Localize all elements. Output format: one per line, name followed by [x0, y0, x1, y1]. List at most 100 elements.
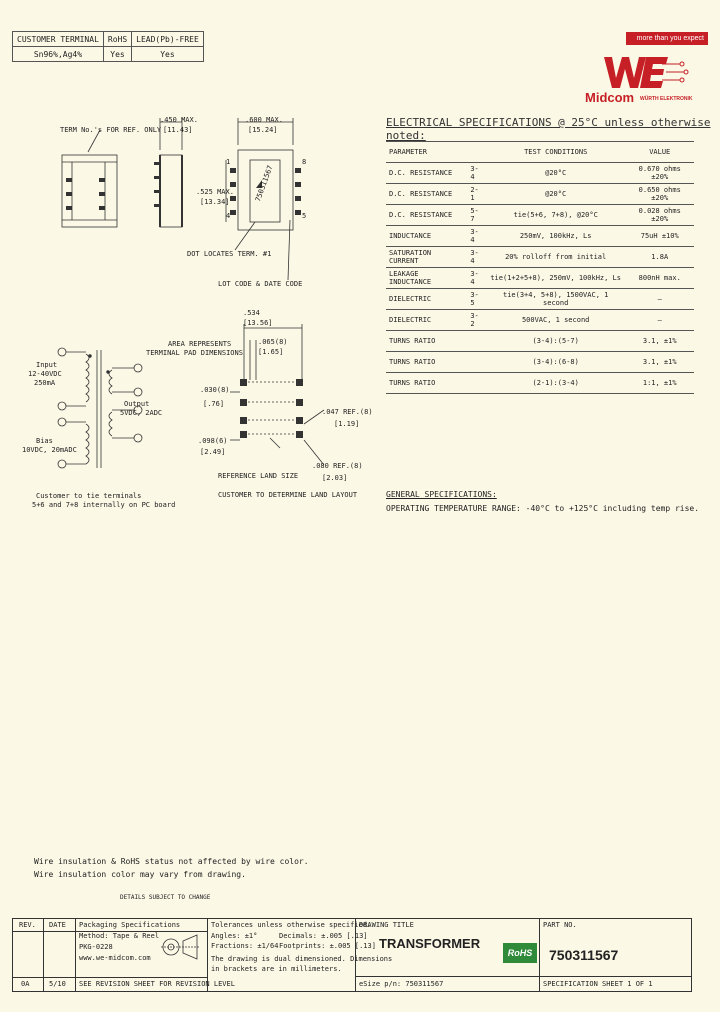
pin-1-label: 1 — [226, 158, 231, 166]
rev-value: 0A — [21, 980, 30, 988]
dim-080: .080 REF.(8) — [312, 462, 363, 470]
dim-047-mm: [1.19] — [334, 420, 360, 428]
tol-decimals: Decimals: ±.005 [.13] — [279, 932, 368, 940]
dim-080-mm: [2.03] — [322, 474, 348, 482]
schematic-diagram — [57, 347, 143, 469]
bias-rating: 10VDC, 20mADC — [22, 446, 77, 454]
spec-parameter: TURNS RATIO — [386, 351, 468, 373]
header-rohs: RoHS — [102, 31, 133, 47]
spec-parameter: D.C. RESISTANCE — [386, 162, 468, 184]
dim-450-mm: [11.43] — [163, 126, 193, 134]
part-no-label: PART NO. — [543, 921, 577, 929]
spec-value: 800nH max. — [625, 267, 694, 289]
tol-note-1: The drawing is dual dimensioned. Dimensi… — [211, 955, 393, 963]
spec-parameter: TURNS RATIO — [386, 372, 468, 394]
spec-value: 1:1, ±1% — [625, 372, 694, 394]
dim-525: .525 MAX. — [196, 188, 234, 196]
dim-030-mm: [.76] — [203, 400, 225, 408]
pkg-method: Method: Tape & Reel — [79, 932, 160, 940]
header-customer-terminal: CUSTOMER TERMINAL — [12, 31, 104, 47]
spec-value: 75uH ±10% — [625, 225, 694, 247]
spec-pins: 3-4 — [467, 246, 486, 268]
term-note: TERM No.'s FOR REF. ONLY — [60, 126, 162, 134]
output-rating: 5VDC, 2ADC — [120, 409, 163, 417]
pin-8-label: 8 — [302, 158, 307, 166]
spec-parameter: DIELECTRIC — [386, 309, 468, 331]
brand-tagline: more than you expect — [626, 32, 708, 45]
spec-test-condition: tie(3+4, 5+8), 1500VAC, 1 second — [485, 288, 626, 310]
dim-098-mm: [2.49] — [200, 448, 226, 456]
pin-4-label: 4 — [226, 212, 231, 220]
col-test-conditions: TEST CONDITIONS — [485, 141, 626, 163]
drawing-title-label: DRAWING TITLE — [359, 921, 414, 929]
reference-land-note: REFERENCE LAND SIZE — [218, 472, 299, 480]
tol-note-2: in brackets are in millimeters. — [211, 965, 342, 973]
projection-symbol-icon — [161, 934, 199, 960]
rohs-badge: RoHS — [503, 943, 537, 963]
spec-value: 0.670 ohms ±20% — [625, 162, 694, 184]
dim-600-mm: [15.24] — [248, 126, 278, 134]
title-block: REV. DATE 0A 5/10 SEE REVISION SHEET FOR… — [12, 918, 692, 992]
dim-450: .450 MAX. — [160, 116, 198, 124]
dim-065: .065(8) — [258, 338, 288, 346]
spec-value: 3.1, ±1% — [625, 351, 694, 373]
spec-parameter: LEAKAGE INDUCTANCE — [386, 267, 468, 289]
spec-pins — [467, 351, 486, 373]
spec-pins: 3-4 — [467, 162, 486, 184]
spec-test-condition: (3-4):(5-7) — [485, 330, 626, 352]
area-note-1: AREA REPRESENTS — [168, 340, 232, 348]
pkg-title: Packaging Specifications — [79, 921, 181, 929]
spec-pins — [467, 330, 486, 352]
dim-534: .534 — [243, 309, 260, 317]
spec-value: — — [625, 309, 694, 331]
spec-parameter: D.C. RESISTANCE — [386, 183, 468, 205]
spec-value: — — [625, 288, 694, 310]
dot-note: DOT LOCATES TERM. #1 — [187, 250, 272, 258]
area-note-2: TERMINAL PAD DIMENSIONS — [146, 349, 243, 357]
schematic-note-1: Customer to tie terminals — [36, 492, 142, 500]
date-header: DATE — [49, 921, 66, 929]
drawing-title: TRANSFORMER — [379, 936, 481, 951]
spec-test-condition: tie(5+6, 7+8), @20°C — [485, 204, 626, 226]
part-number: 750311567 — [549, 947, 619, 963]
date-value: 5/10 — [49, 980, 66, 988]
lot-note: LOT CODE & DATE CODE — [218, 280, 303, 288]
general-spec-title: GENERAL SPECIFICATIONS: — [386, 490, 497, 499]
spec-parameter: TURNS RATIO — [386, 330, 468, 352]
spec-test-condition: (3-4):(6-8) — [485, 351, 626, 373]
rev-header: REV. — [19, 921, 36, 929]
dim-098: .098(6) — [198, 437, 228, 445]
cell-lead-free: Yes — [131, 46, 204, 62]
electrical-spec-title: ELECTRICAL SPECIFICATIONS @ 25°C unless … — [386, 116, 711, 142]
spec-row: TURNS RATIO(2-1):(3-4)1:1, ±1% — [386, 372, 694, 394]
electrical-spec-table: PARAMETER TEST CONDITIONS VALUE D.C. RES… — [386, 141, 694, 394]
change-note: DETAILS SUBJECT TO CHANGE — [120, 894, 211, 901]
dim-525-mm: [13.34] — [200, 198, 230, 206]
cell-terminal-material: Sn96%,Ag4% — [12, 46, 104, 62]
bias-label: Bias — [36, 437, 53, 445]
mechanical-drawing — [61, 118, 301, 281]
note-line: Wire insulation & RoHS status not affect… — [34, 857, 309, 866]
input-label: Input — [36, 361, 58, 369]
general-spec-line: OPERATING TEMPERATURE RANGE: -40°C to +1… — [386, 504, 700, 513]
sheet-info: SPECIFICATION SHEET 1 OF 1 — [543, 980, 653, 988]
tol-fractions: Fractions: ±1/64 — [211, 942, 279, 950]
spec-row: TURNS RATIO (3-4):(6-8)3.1, ±1% — [386, 351, 694, 373]
tol-footprints: Footprints: ±.005 [.13] — [279, 942, 376, 950]
pin-5-label: 5 — [302, 212, 307, 220]
spec-pins: 2-1 — [467, 183, 486, 205]
col-value: VALUE — [625, 141, 694, 163]
header-lead-free: LEAD(Pb)-FREE — [131, 31, 204, 47]
cell-rohs: Yes — [102, 46, 133, 62]
spec-parameter: SATURATION CURRENT — [386, 246, 468, 268]
dim-047: .047 REF.(8) — [322, 408, 373, 416]
spec-row: TURNS RATIO(3-4):(5-7)3.1, ±1% — [386, 330, 694, 352]
output-label: Output — [124, 400, 150, 408]
spec-test-condition: 500VAC, 1 second — [485, 309, 626, 331]
land-caption: CUSTOMER TO DETERMINE LAND LAYOUT — [218, 491, 358, 499]
note-line: Wire insulation color may vary from draw… — [34, 870, 246, 879]
